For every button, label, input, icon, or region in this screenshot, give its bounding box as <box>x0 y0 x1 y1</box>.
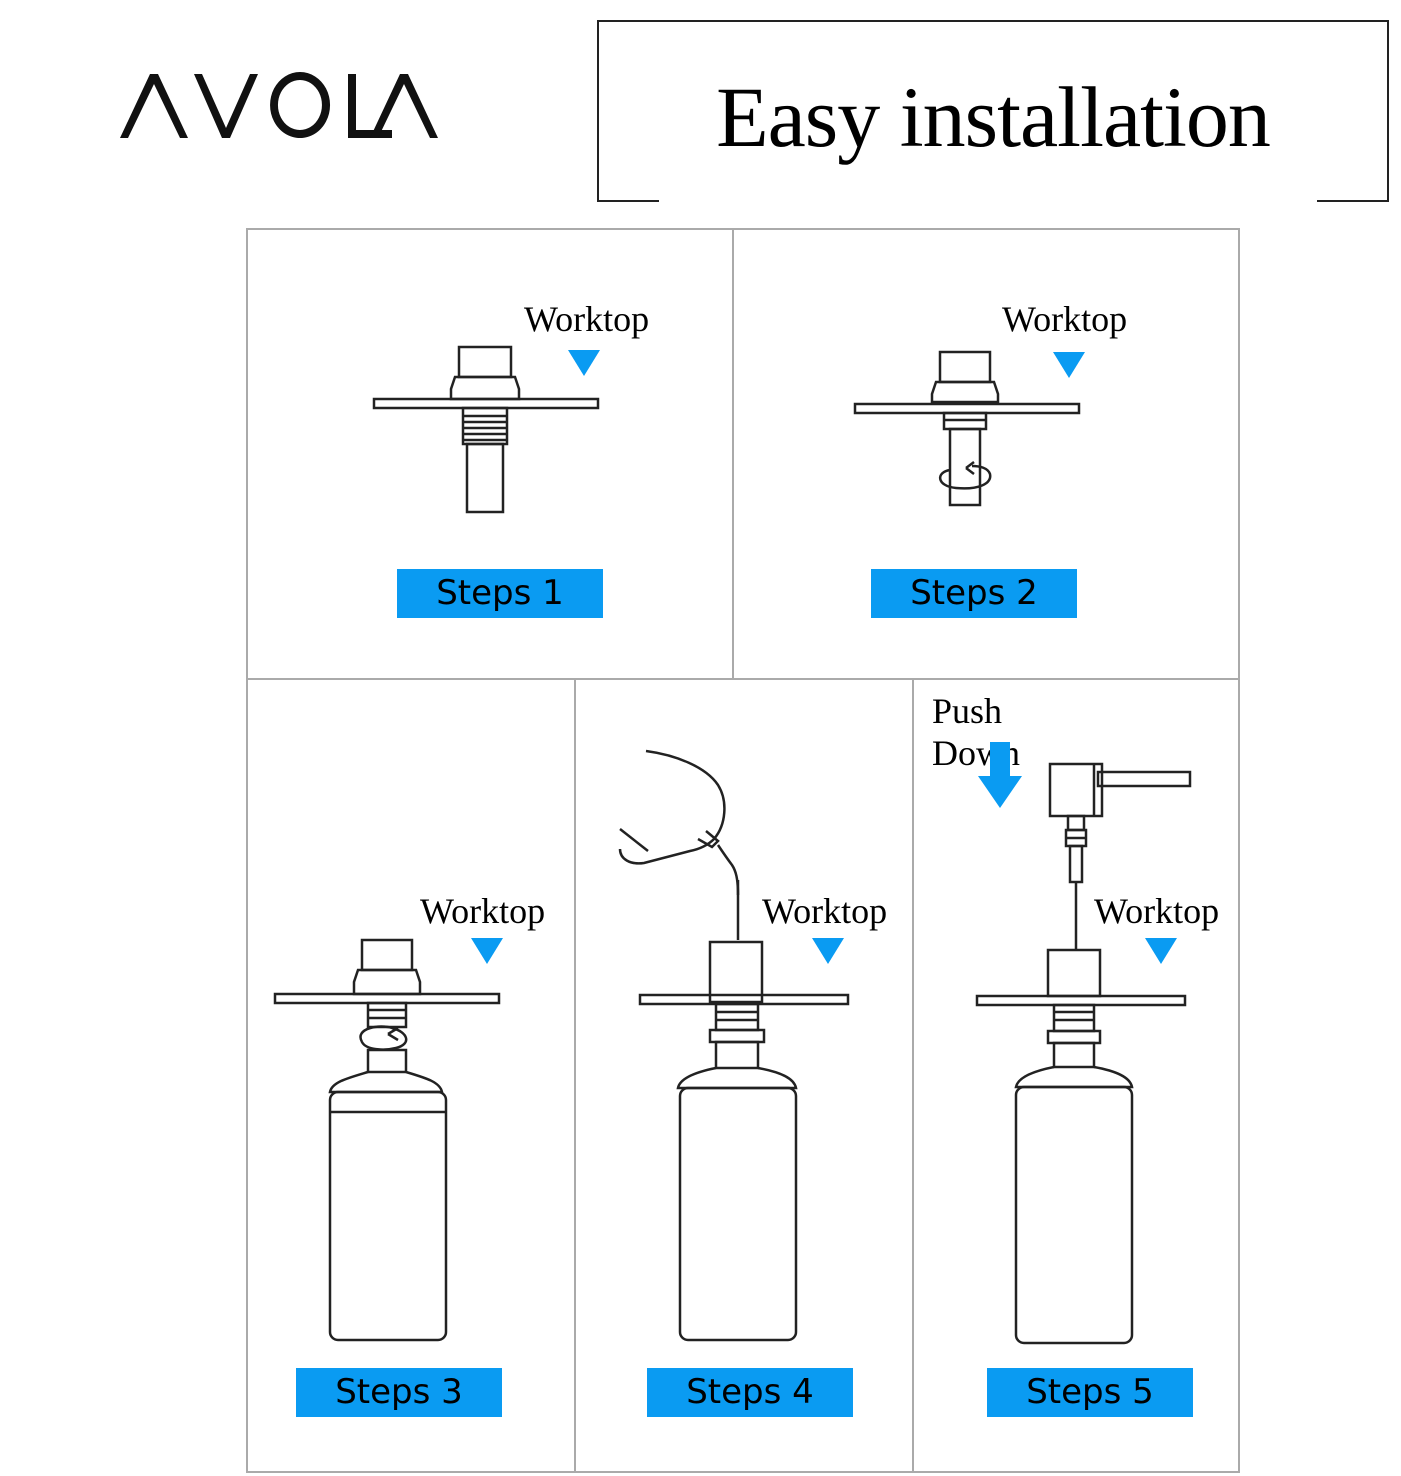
worktop-label: Worktop <box>762 891 888 931</box>
down-arrow-icon <box>812 938 844 964</box>
title-frame: Easy installation <box>597 20 1389 202</box>
down-arrow-icon <box>1053 352 1085 378</box>
down-arrow-icon <box>1145 938 1177 964</box>
step-2-label: Steps 2 <box>871 569 1077 618</box>
grid-divider <box>574 678 576 1473</box>
avola-logo <box>120 72 438 138</box>
worktop-label: Worktop <box>420 891 546 931</box>
pump-head-illustration <box>372 345 600 514</box>
push-down-arrow-icon <box>978 742 1022 808</box>
worktop-label: Worktop <box>1094 891 1220 931</box>
bottle-fill-illustration <box>638 880 850 1342</box>
pump-dispense-illustration <box>975 762 1192 1345</box>
grid-divider <box>732 230 734 678</box>
page-title: Easy installation <box>716 69 1271 165</box>
step-1-label: Steps 1 <box>397 569 603 618</box>
grid-divider <box>248 678 1238 680</box>
worktop-label: Worktop <box>524 299 650 339</box>
down-arrow-icon <box>568 350 600 376</box>
pump-nut-illustration <box>853 350 1081 507</box>
grid-divider <box>912 678 914 1473</box>
down-arrow-icon <box>471 938 503 964</box>
step-4-label: Steps 4 <box>647 1368 853 1417</box>
steps-grid <box>246 228 1240 1473</box>
worktop-label: Worktop <box>1002 299 1128 339</box>
step-5-label: Steps 5 <box>987 1368 1193 1417</box>
bottle-attach-illustration <box>273 938 501 1342</box>
step-3-label: Steps 3 <box>296 1368 502 1417</box>
